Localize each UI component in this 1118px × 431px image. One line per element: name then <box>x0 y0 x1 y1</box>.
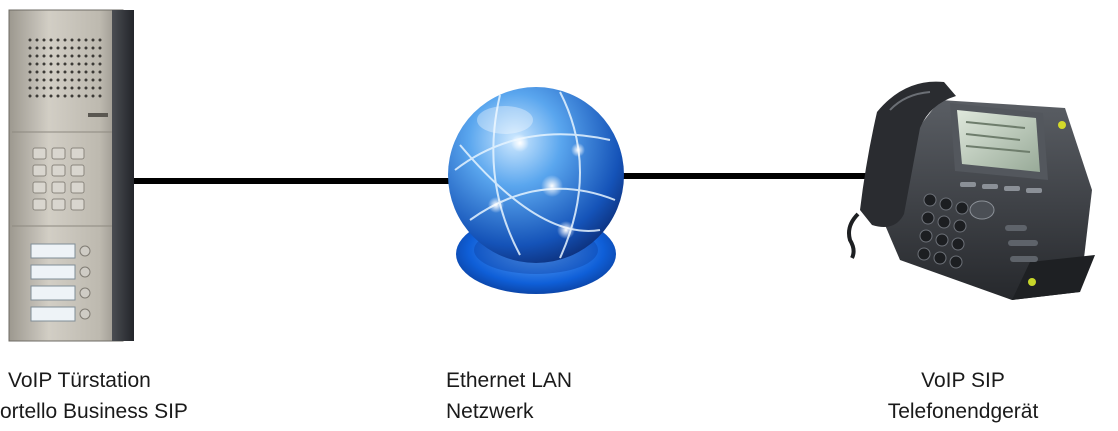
caption-door-station-line2: ortello Business SIP <box>0 400 188 423</box>
caption-phone-line2: Telefonendgerät <box>887 400 1039 423</box>
caption-network: Ethernet LAN Netzwerk <box>446 365 572 427</box>
door-intercom-icon <box>8 9 134 342</box>
caption-network-line2: Netzwerk <box>446 400 534 423</box>
caption-door-station: VoIP Türstation ortello Business SIP <box>0 365 200 427</box>
caption-phone: VoIP SIP Telefonendgerät <box>868 365 1058 427</box>
globe-network-icon <box>448 87 624 294</box>
ip-phone-icon <box>847 81 1095 300</box>
caption-network-line1: Ethernet LAN <box>446 369 573 392</box>
caption-phone-line1: VoIP SIP <box>921 369 1005 392</box>
caption-door-station-line1: VoIP Türstation <box>8 369 151 392</box>
